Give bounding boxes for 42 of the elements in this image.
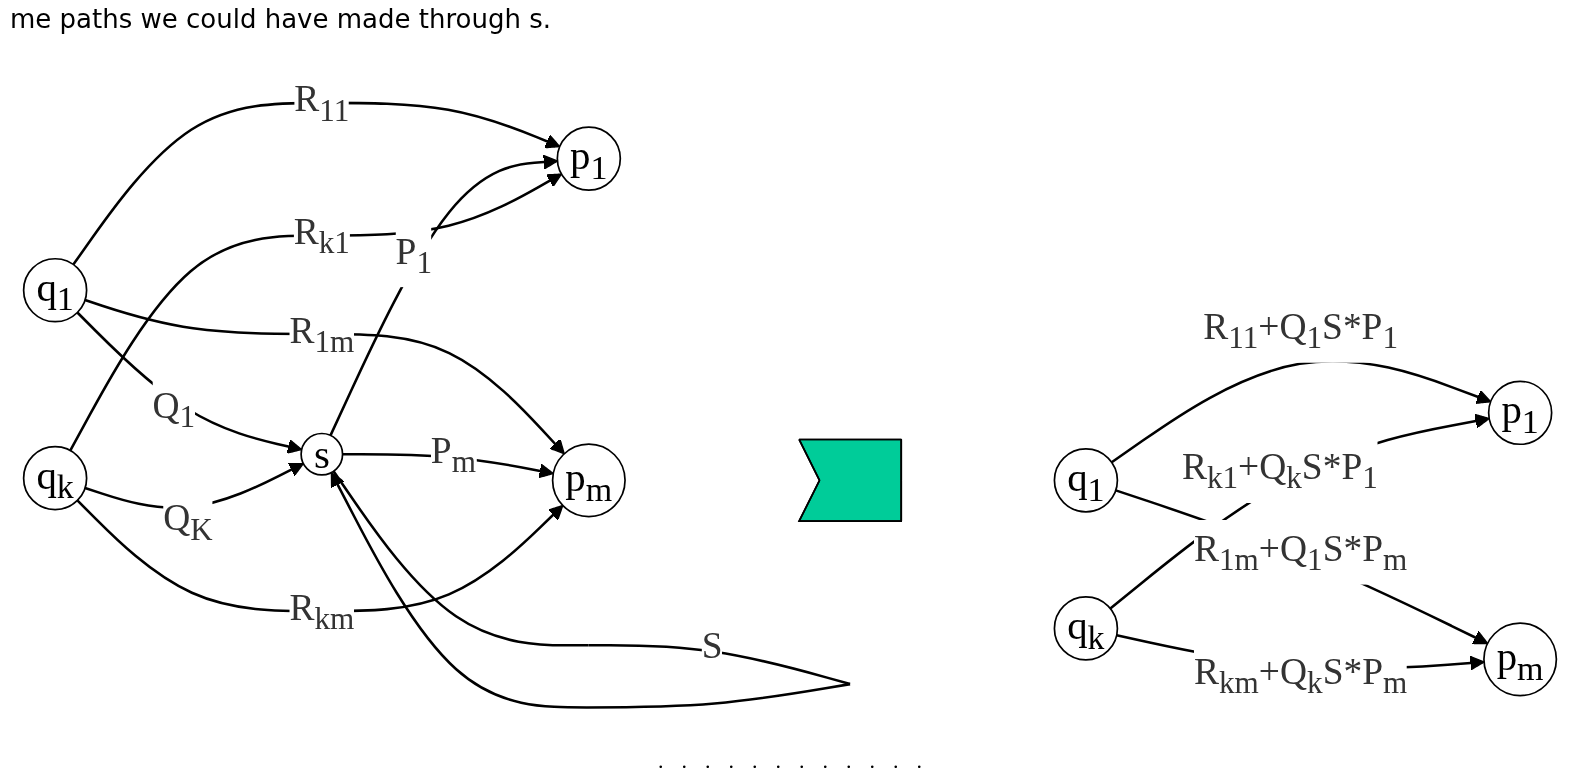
ellipsis-dot: . xyxy=(775,748,781,774)
ellipsis-dot: . xyxy=(681,748,687,774)
ellipsis-dot: . xyxy=(822,748,828,774)
edge-label: R$_{k1}$+Q$_{k}$S*P$_{1}$ xyxy=(1181,445,1378,496)
arrow xyxy=(84,298,565,455)
edge-label: R$_{11}$+Q$_{1}$S*P$_{1}$ xyxy=(1203,304,1399,355)
ellipsis-dot: . xyxy=(893,748,899,774)
arrow xyxy=(76,311,303,454)
node-circle: q$_{k}$ xyxy=(22,445,88,511)
ellipsis-dot: . xyxy=(799,748,805,774)
edge-label: P$_{1}$ xyxy=(395,229,433,280)
node-circle: p$_{1}$ xyxy=(1487,380,1553,445)
node-circle: q$_{1}$ xyxy=(1053,447,1119,513)
edge-label: S xyxy=(701,623,723,667)
edge-label: Q$_{1}$ xyxy=(152,383,196,434)
arrow xyxy=(72,101,561,266)
node-circle: p$_{m}$ xyxy=(551,443,626,518)
node-circle: p$_{1}$ xyxy=(556,126,622,191)
node-circle: q$_{1}$ xyxy=(22,257,88,323)
edge-label: R$_{11}$ xyxy=(294,77,350,128)
ellipsis-dot: . xyxy=(728,748,734,774)
heading-text: me paths we could have made through s. xyxy=(9,3,553,36)
edge-label: R$_{1m}$ xyxy=(289,308,355,359)
node-circle: s xyxy=(300,432,344,476)
edge-label: R$_{1m}$+Q$_{1}$S*P$_{m}$ xyxy=(1194,526,1408,577)
ellipsis-dot: . xyxy=(916,748,922,774)
edge-label: R$_{km}$ xyxy=(289,585,355,636)
edge-label: R$_{km}$+Q$_{k}$S*P$_{m}$ xyxy=(1194,649,1408,700)
ellipsis-dot: . xyxy=(846,748,852,774)
arrow xyxy=(69,173,563,451)
edge-label: Q$_{K}$ xyxy=(163,496,213,547)
ellipsis-dot: . xyxy=(705,748,711,774)
node-circle: p$_{m}$ xyxy=(1483,622,1558,697)
node-circle: q$_{k}$ xyxy=(1053,595,1119,661)
ellipsis-dot: . xyxy=(658,748,664,774)
arrow xyxy=(76,499,564,613)
ellipsis-dot: . xyxy=(752,748,758,774)
ellipsis-dot: . xyxy=(869,748,875,774)
arrow xyxy=(1109,413,1490,610)
arrow xyxy=(1115,488,1489,645)
edge-label: R$_{k1}$ xyxy=(293,209,350,260)
edge-label: P$_{m}$ xyxy=(430,428,477,479)
